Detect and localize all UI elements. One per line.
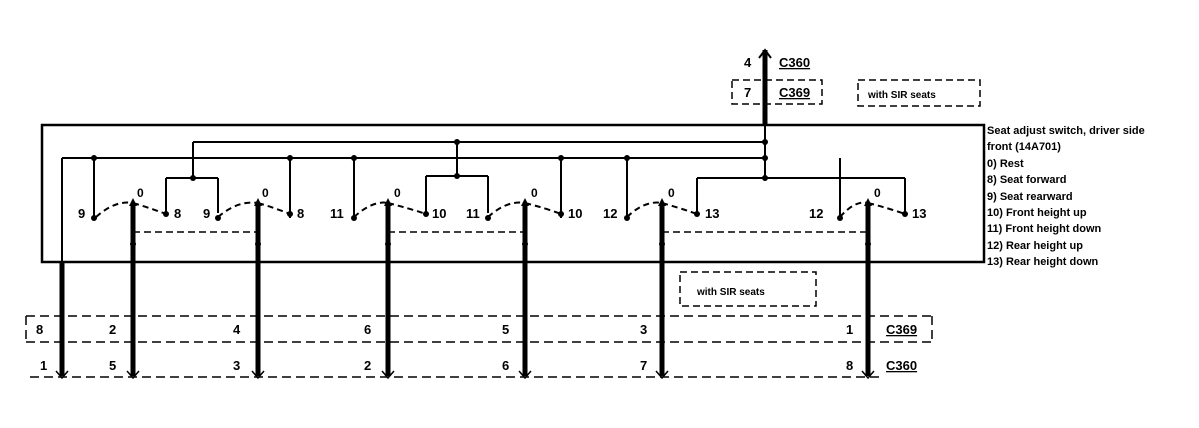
c360-pin: 5 xyxy=(109,358,116,373)
wire-connector-dots xyxy=(130,241,871,247)
sir-note-top-box xyxy=(857,79,981,107)
sw1-right: 8 xyxy=(174,206,181,221)
c360-pin: 7 xyxy=(640,358,647,373)
c369-name: C369 xyxy=(886,322,917,337)
c360-pins: 1 5 3 2 6 7 8 xyxy=(40,358,853,373)
sir-note-bottom-box xyxy=(679,271,817,307)
contact-dots xyxy=(91,211,908,221)
sw3-right: 10 xyxy=(432,206,446,221)
c369-pin: 2 xyxy=(109,322,116,337)
sw5-left: 12 xyxy=(603,206,617,221)
c360-pin: 1 xyxy=(40,358,47,373)
component-part-number: front (14A701) xyxy=(987,141,1061,154)
c369-pin: 4 xyxy=(233,322,241,337)
c369-pin: 5 xyxy=(502,322,509,337)
sw6-right: 13 xyxy=(912,206,926,221)
pivot-arrows xyxy=(129,198,872,206)
internal-bus-wires xyxy=(61,125,906,262)
sw2-right: 8 xyxy=(297,206,304,221)
sw4-left: 11 xyxy=(466,206,480,221)
sw4-right: 10 xyxy=(568,206,582,221)
legend-item: 10) Front height up xyxy=(987,207,1087,220)
sw1-left: 9 xyxy=(78,206,85,221)
switch-labels: 9 0 8 9 0 8 11 0 10 11 0 10 12 0 13 12 0… xyxy=(78,186,926,221)
wire-terminal-arrows xyxy=(55,370,875,380)
c369-pin: 6 xyxy=(364,322,371,337)
c360-pin: 2 xyxy=(364,358,371,373)
sw6-rest: 0 xyxy=(874,186,881,200)
sw3-rest: 0 xyxy=(394,186,401,200)
component-legend: Seat adjust switch, driver side front (1… xyxy=(987,123,1197,271)
legend-item: 0) Rest xyxy=(987,157,1024,170)
c360-name: C360 xyxy=(886,358,917,373)
sw5-rest: 0 xyxy=(668,186,675,200)
c369-pins: 8 2 4 6 5 3 1 xyxy=(36,322,853,337)
top-c369-pin: 7 xyxy=(744,85,751,100)
component-title: Seat adjust switch, driver side xyxy=(987,125,1145,137)
c369-pin: 1 xyxy=(846,322,853,337)
c360-pin: 6 xyxy=(502,358,509,373)
sw2-rest: 0 xyxy=(262,186,269,200)
legend-item: 9) Seat rearward xyxy=(987,190,1073,203)
c369-connector-outline xyxy=(25,315,933,343)
sw3-left: 11 xyxy=(330,206,344,221)
top-c360-name: C360 xyxy=(779,55,810,70)
output-wires xyxy=(59,205,871,376)
sir-note-bottom: with SIR seats xyxy=(696,287,765,298)
c369-pin: 3 xyxy=(640,322,647,337)
c360-pin: 8 xyxy=(846,358,853,373)
legend-item: 11) Front height down xyxy=(987,223,1102,236)
top-c369-dashed-box xyxy=(731,79,823,105)
legend-item: 13) Rear height down xyxy=(987,256,1099,269)
sw2-left: 9 xyxy=(203,206,210,221)
top-c360-pin: 4 xyxy=(744,55,752,70)
sw5-right: 13 xyxy=(705,206,719,221)
top-c369-name: C369 xyxy=(779,85,810,100)
switch-contacts xyxy=(95,201,906,218)
legend-item: 8) Seat forward xyxy=(987,174,1067,187)
sir-note-top: with SIR seats xyxy=(867,90,936,101)
sw4-rest: 0 xyxy=(531,186,538,200)
switch-component-box xyxy=(40,123,986,264)
c369-pin: 8 xyxy=(36,322,43,337)
junction-dots xyxy=(91,139,768,181)
sw1-rest: 0 xyxy=(137,186,144,200)
legend-item: 12) Rear height up xyxy=(987,239,1083,252)
sw6-left: 12 xyxy=(809,206,823,221)
c360-pin: 3 xyxy=(233,358,240,373)
